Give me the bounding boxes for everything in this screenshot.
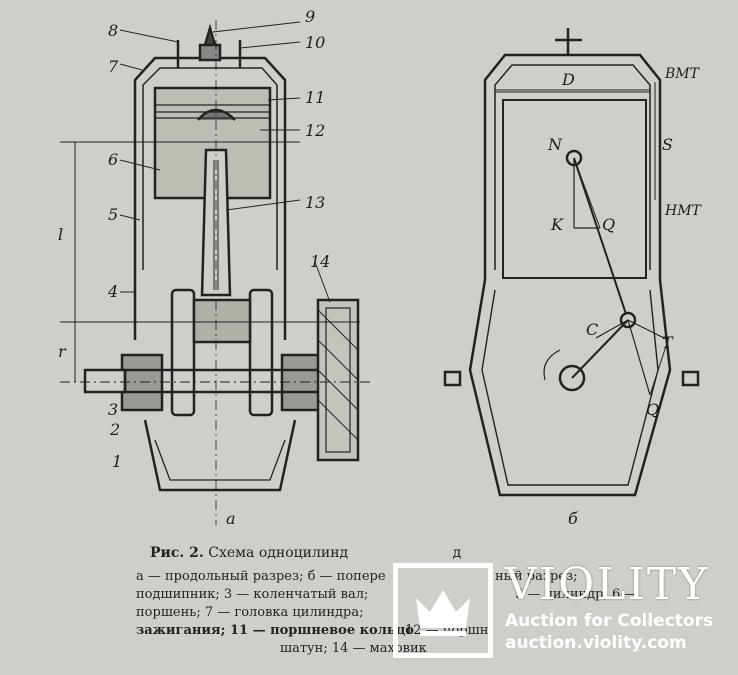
watermark-subtitle: Auction for Collectors xyxy=(505,611,714,631)
caption-fragment-1: ный разрез; xyxy=(495,569,578,584)
label-9: 9 xyxy=(305,7,315,26)
label-BMT: ВМТ xyxy=(664,66,701,82)
label-5: 5 xyxy=(108,205,118,224)
label-N: N xyxy=(547,135,563,154)
caption-title: Рис. 2. xyxy=(150,545,204,561)
caption-line-3: поршень; 7 — головка цилиндра; xyxy=(136,605,364,620)
watermark-logo xyxy=(393,563,493,658)
label-C: C xyxy=(586,320,598,339)
crown-icon xyxy=(416,590,470,636)
caption-line-5: шатун; 14 — маховик xyxy=(280,641,427,656)
label-HMT: НМТ xyxy=(664,203,703,219)
caption-title-text: Схема одноцилинд xyxy=(208,545,349,561)
caption-title-tail: д xyxy=(452,545,462,561)
label-3: 3 xyxy=(108,400,118,419)
label-S: S xyxy=(662,135,673,154)
watermark-url: auction.violity.com xyxy=(505,633,687,653)
label-1: 1 xyxy=(112,452,122,471)
dim-l: l xyxy=(58,225,63,244)
label-D: D xyxy=(561,70,575,89)
watermark-brand: VIOLITY xyxy=(505,559,710,610)
label-6: 6 xyxy=(108,150,118,169)
label-T: T xyxy=(662,333,674,352)
caption-line-1: а — продольный разрез; б — попере xyxy=(136,569,386,584)
watermark: VIOLITY Auction for Collectors auction.v… xyxy=(393,559,731,658)
label-K: K xyxy=(550,215,564,234)
label-11: 11 xyxy=(305,88,325,107)
figure-a xyxy=(60,20,370,525)
caption-line-2: подшипник; 3 — коленчатый вал; xyxy=(136,587,369,602)
label-Q1: Q xyxy=(602,215,615,234)
label-4: 4 xyxy=(107,282,118,301)
figure-b-labels: D ВМТ НМТ S N K Q C T Q б xyxy=(547,66,703,528)
label-10: 10 xyxy=(305,33,325,52)
subfig-b-label: б xyxy=(568,509,578,528)
label-14: 14 xyxy=(310,252,330,271)
label-8: 8 xyxy=(108,21,118,40)
dim-r: r xyxy=(58,342,67,361)
figure-b xyxy=(443,28,700,497)
subfig-a-label: а xyxy=(226,509,236,528)
label-7: 7 xyxy=(108,57,119,76)
label-13: 13 xyxy=(305,193,325,212)
label-12: 12 xyxy=(305,121,325,140)
caption-line-4: зажигания; 11 — поршневое кольцо xyxy=(136,623,414,638)
label-2: 2 xyxy=(109,420,120,439)
label-Q2: Q xyxy=(646,400,659,419)
caption-fragment-2: 5 — цилиндр; 6 — xyxy=(515,587,638,602)
figure-a-labels: 8 9 10 7 11 12 6 13 5 4 14 3 2 1 l r а xyxy=(58,7,330,528)
